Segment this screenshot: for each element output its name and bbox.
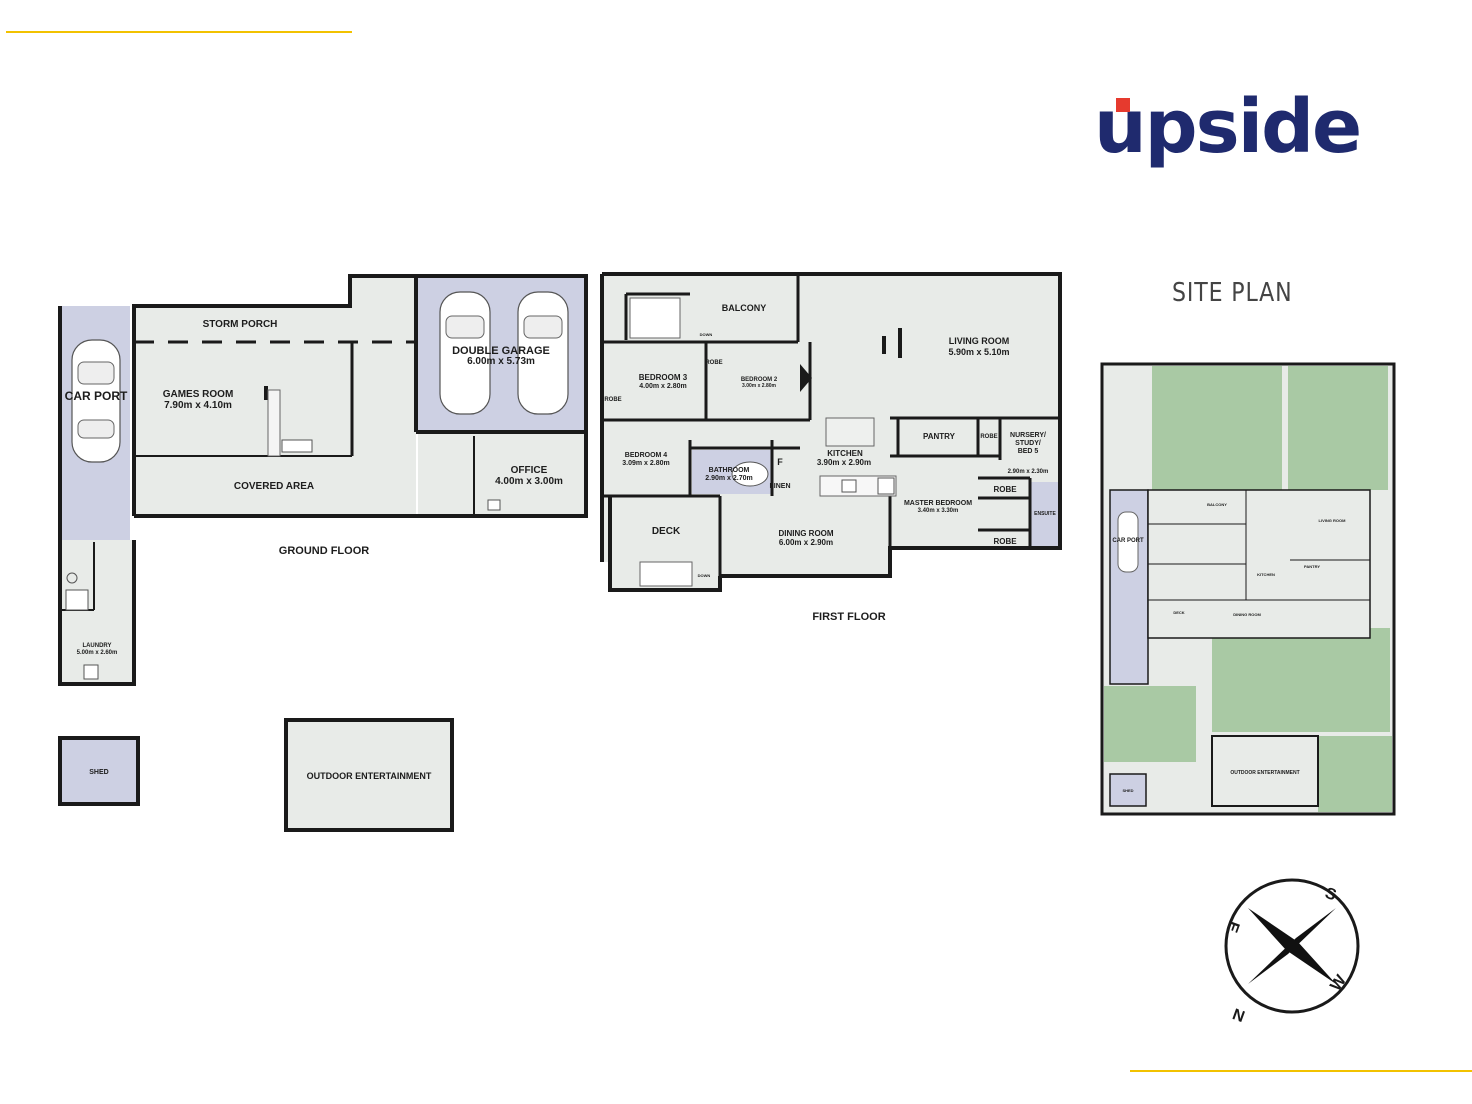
- stair-label-down: DOWN: [700, 332, 713, 337]
- floor-label-ground: GROUND FLOOR: [279, 545, 369, 557]
- room-label-carport: CAR PORT: [65, 389, 128, 403]
- bottom-accent-line: [1130, 1070, 1472, 1072]
- compass-letter-e: E: [1222, 919, 1242, 935]
- site-label-kitchen: KITCHEN: [1257, 572, 1275, 577]
- top-accent-line: [6, 31, 352, 33]
- room-dim-kitchen: 3.90m x 2.90m: [817, 458, 871, 467]
- site-label-living: LIVING ROOM: [1319, 518, 1347, 523]
- room-label-shed: SHED: [89, 769, 108, 776]
- sink-icon: [487, 499, 501, 511]
- room-label-master: MASTER BEDROOM: [904, 500, 972, 507]
- room-label-living: LIVING ROOM: [949, 336, 1010, 346]
- floor-label-first: FIRST FLOOR: [812, 611, 885, 623]
- room-label-games: GAMES ROOM: [163, 389, 234, 400]
- room-label-f: F: [777, 457, 783, 467]
- room-label-nursery: NURSERY/: [1010, 432, 1046, 439]
- sink-icon: [83, 664, 99, 680]
- room-label-bathroom: BATHROOM: [709, 467, 750, 474]
- outdoor-entertainment-area: [284, 718, 454, 832]
- room-dim-nursery: 2.90m x 2.30m: [1008, 469, 1049, 475]
- site-label-balcony: BALCONY: [1207, 502, 1227, 507]
- room-label-kitchen: KITCHEN: [827, 449, 863, 458]
- room-dim-master: 3.40m x 3.30m: [918, 508, 959, 514]
- rear-lawn: [1212, 628, 1390, 732]
- room-dim-laundry: 5.00m x 2.60m: [77, 650, 118, 656]
- room-label-robe: ROBE: [705, 360, 722, 366]
- sink-icon: [841, 479, 857, 493]
- cooktop-icon: [877, 477, 895, 495]
- room-dim-bedroom4: 3.09m x 2.80m: [622, 460, 669, 467]
- stair-label-down: DOWN: [698, 573, 711, 578]
- room-label-laundry: LAUNDRY: [82, 643, 111, 649]
- room-label-robe: ROBE: [980, 434, 997, 440]
- site-label-pantry: PANTRY: [1304, 564, 1320, 569]
- room-dim-bedroom2: 3.00m x 2.80m: [742, 383, 776, 389]
- room-label-robe: ROBE: [604, 397, 621, 403]
- site-plan-title: SITE PLAN: [1172, 278, 1293, 308]
- side-lawn: [1104, 686, 1196, 762]
- room-label-bedroom4: BEDROOM 4: [625, 452, 668, 459]
- room-dim-dining: 6.00m x 2.90m: [779, 538, 833, 547]
- room-dim-garage: 6.00m x 5.73m: [467, 356, 535, 367]
- toilet-icon: [66, 572, 78, 584]
- room-label-office: OFFICE: [511, 465, 548, 476]
- room-dim-living: 5.90m x 5.10m: [948, 347, 1009, 357]
- room-label-outdoor: OUTDOOR ENTERTAINMENT: [307, 771, 432, 781]
- car-icon: [439, 291, 491, 415]
- room-dim-office: 4.00m x 3.00m: [495, 476, 563, 487]
- room-label-deck: DECK: [652, 526, 681, 537]
- site-label-shed: SHED: [1122, 788, 1133, 793]
- car-icon: [517, 291, 569, 415]
- room-label-covered: COVERED AREA: [234, 481, 314, 492]
- sink-icon: [281, 439, 313, 453]
- shed-area: [58, 736, 140, 806]
- compass-letter-n: N: [1231, 1004, 1248, 1024]
- room-label-bedroom3: BEDROOM 3: [639, 373, 688, 382]
- room-dim-bathroom: 2.90m x 2.70m: [705, 475, 752, 482]
- corner-lawn: [1318, 736, 1392, 812]
- room-label-dining: DINING ROOM: [778, 529, 833, 538]
- compass: [1224, 878, 1360, 1014]
- stairs-icon: [639, 561, 693, 587]
- ensuite-area: [1030, 482, 1060, 548]
- compass-ring: [1224, 878, 1360, 1014]
- room-label-nursery: BED 5: [1018, 448, 1039, 455]
- compass-letter-w: W: [1327, 971, 1350, 994]
- site-label-dining: DINING ROOM: [1233, 612, 1261, 617]
- bathtub-icon: [731, 461, 769, 487]
- ground-floor: [58, 274, 588, 832]
- kitchen-island: [825, 417, 875, 447]
- front-lawn-left: [1152, 366, 1282, 490]
- site-label-outdoor: OUTDOOR ENTERTAINMENT: [1230, 770, 1299, 776]
- room-label-nursery: STUDY/: [1015, 440, 1041, 447]
- shower-icon: [65, 589, 89, 611]
- site-label-deck: DECK: [1173, 610, 1184, 615]
- room-label-bedroom2: BEDROOM 2: [741, 377, 778, 383]
- room-label-robe: ROBE: [993, 537, 1017, 546]
- room-label-storm-porch: STORM PORCH: [203, 319, 278, 330]
- fireplace-icon: [800, 364, 812, 392]
- room-label-garage: DOUBLE GARAGE: [452, 345, 550, 357]
- room-label-balcony: BALCONY: [722, 303, 767, 313]
- upside-logo: upside: [1094, 84, 1362, 170]
- room-label-ensuite: ENSUITE: [1034, 511, 1056, 517]
- room-label-robe: ROBE: [993, 485, 1017, 494]
- room-label-linen: LINEN: [770, 483, 791, 490]
- front-lawn-right: [1288, 366, 1388, 490]
- site-label-carport: CAR PORT: [1112, 538, 1144, 544]
- car-icon: [71, 339, 121, 463]
- car-icon: [1117, 511, 1139, 573]
- room-label-pantry: PANTRY: [923, 432, 956, 441]
- room-dim-bedroom3: 4.00m x 2.80m: [639, 383, 686, 390]
- room-dim-games: 7.90m x 4.10m: [164, 400, 232, 411]
- kitchenette-bench: [267, 389, 281, 457]
- first-floor: [600, 272, 1062, 592]
- stairs-icon: [629, 297, 681, 339]
- kitchen-bench: [819, 475, 897, 497]
- site-plan: [1100, 362, 1396, 816]
